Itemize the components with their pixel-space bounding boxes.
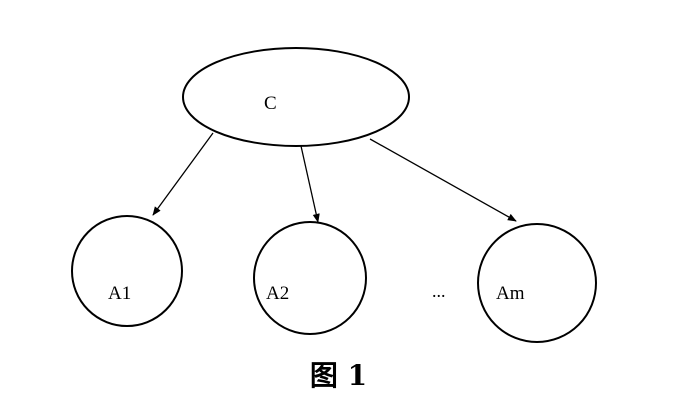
node-a2: A2	[253, 221, 367, 335]
node-c-shape	[182, 47, 410, 147]
edge-c-to-am	[369, 138, 517, 222]
edge-c-to-a1	[152, 132, 214, 216]
node-c: C	[182, 47, 410, 147]
node-am-shape	[477, 223, 597, 343]
node-a2-shape	[253, 221, 367, 335]
node-a1-label: A1	[108, 283, 131, 304]
node-am: Am	[477, 223, 597, 343]
node-c-label: C	[264, 93, 277, 114]
node-a1-shape	[71, 215, 183, 327]
ellipsis-text: ...	[432, 281, 446, 301]
node-am-label: Am	[496, 283, 525, 304]
node-a2-label: A2	[266, 283, 289, 304]
node-a1: A1	[71, 215, 183, 327]
edge-c-to-a2	[300, 145, 320, 223]
figure-caption: 图 1	[309, 359, 368, 392]
